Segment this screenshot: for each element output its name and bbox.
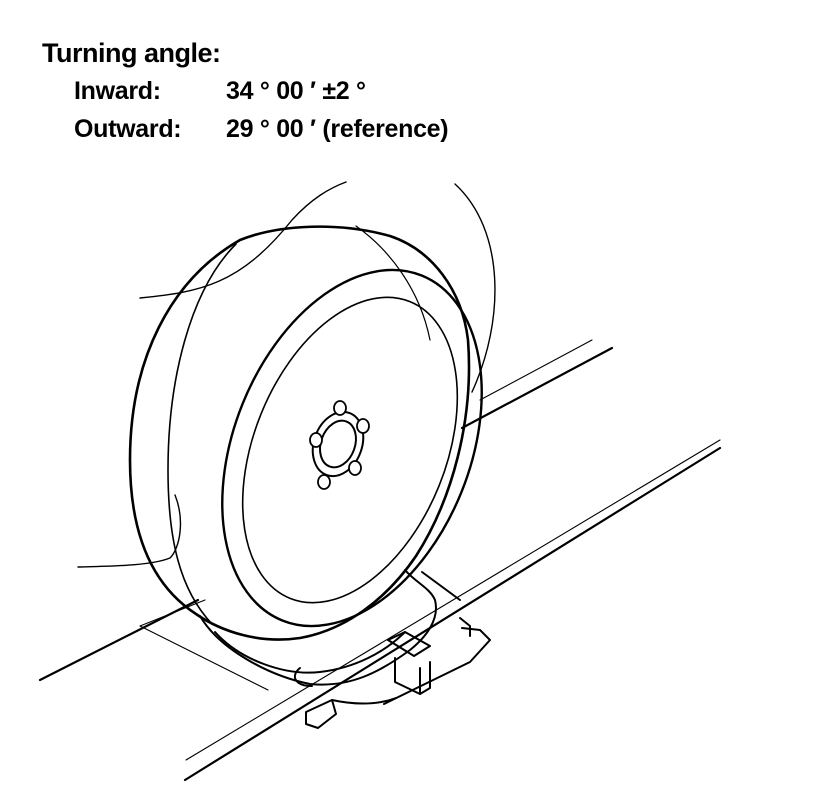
lug-nut-icon: [348, 460, 362, 476]
floor-platform: [38, 339, 722, 782]
turntable-plate: [199, 569, 461, 687]
inward-value: 34 ° 00 ′ ±2 °: [226, 77, 366, 105]
lug-nut-icon: [309, 432, 323, 448]
wheel-rim: [221, 268, 483, 628]
spec-title: Turning angle:: [42, 38, 221, 68]
turning-angle-spec: Turning angle: Inward: 34 ° 00 ′ ±2 ° Ou…: [42, 34, 449, 148]
outward-label: Outward:: [74, 115, 182, 143]
lug-nut-icon: [317, 474, 331, 490]
lug-nut-icon: [333, 400, 347, 416]
gauge-bracket: [305, 617, 491, 729]
inward-row: Inward: 34 ° 00 ′ ±2 °: [42, 72, 448, 110]
lug-nuts: [309, 400, 370, 490]
lug-nut-icon: [356, 418, 370, 434]
outward-row: Outward: 29 ° 00 ′ (reference): [42, 110, 449, 148]
tyre: [128, 225, 471, 641]
outward-value: 29 ° 00 ′ (reference): [226, 115, 449, 143]
inward-label: Inward:: [74, 77, 161, 105]
